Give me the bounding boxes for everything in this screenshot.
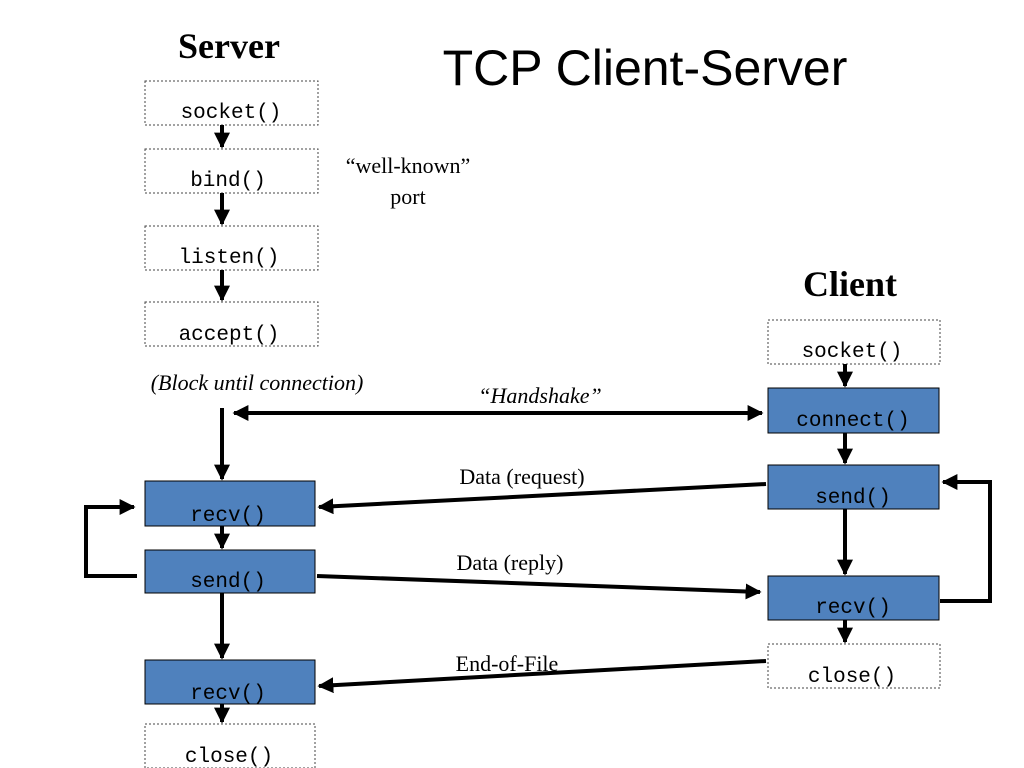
server-socket-box: socket() xyxy=(144,80,319,126)
eof-arrow xyxy=(317,659,767,694)
reply-arrow xyxy=(316,574,762,600)
server-listen-label: listen() xyxy=(179,247,280,270)
server-bind-label: bind() xyxy=(190,170,266,193)
server-recv-eof-label: recv() xyxy=(190,683,266,706)
server-socket-label: socket() xyxy=(181,102,282,125)
server-recv-box: recv() xyxy=(144,480,316,528)
block-until-connection-note: (Block until connection) xyxy=(151,370,364,395)
server-listen-box: listen() xyxy=(144,225,319,271)
server-close-box: close() xyxy=(144,723,316,768)
server-accept-label: accept() xyxy=(179,324,280,347)
client-recv-label: recv() xyxy=(815,597,891,620)
server-close-label: close() xyxy=(185,746,273,768)
page-title: TCP Client-Server xyxy=(443,40,848,96)
client-socket-box: socket() xyxy=(767,319,941,365)
client-socket-label: socket() xyxy=(802,341,903,364)
server-heading: Server xyxy=(178,26,280,66)
client-connect-box: connect() xyxy=(767,387,940,434)
server-send-label: send() xyxy=(190,571,266,594)
reply-label: Data (reply) xyxy=(457,550,564,575)
client-recv-box: recv() xyxy=(767,575,940,621)
client-connect-label: connect() xyxy=(796,410,909,433)
well-known-note-line2: port xyxy=(390,184,425,209)
server-recv-label: recv() xyxy=(190,505,266,528)
well-known-note-line1: “well-known” xyxy=(346,153,471,178)
client-close-label: close() xyxy=(808,666,896,689)
client-heading: Client xyxy=(803,264,897,304)
server-loop-arrow xyxy=(84,499,137,578)
server-bind-box: bind() xyxy=(144,148,319,194)
request-arrow xyxy=(317,482,767,515)
server-accept-box: accept() xyxy=(144,301,319,347)
client-close-box: close() xyxy=(767,643,941,689)
client-loop-arrow xyxy=(940,474,992,603)
eof-label: End-of-File xyxy=(456,651,559,676)
client-send-box: send() xyxy=(767,464,940,510)
server-send-box: send() xyxy=(144,549,316,594)
request-label: Data (request) xyxy=(459,464,584,489)
server-recv-eof-box: recv() xyxy=(144,659,316,706)
handshake-label: “Handshake” xyxy=(478,383,601,408)
client-send-label: send() xyxy=(815,487,891,510)
